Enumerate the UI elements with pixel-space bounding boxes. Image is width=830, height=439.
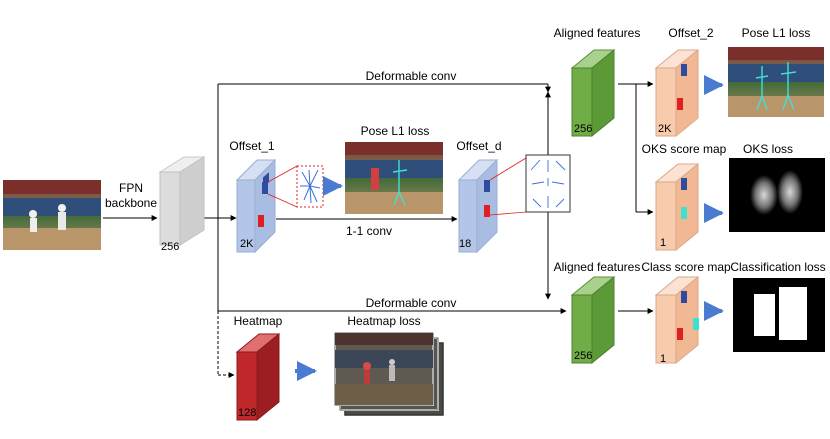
aligned-bottom-channels: 256 (574, 350, 592, 362)
connections (103, 81, 654, 378)
offset-d-title: Offset_d (456, 139, 501, 153)
heatmap-title: Heatmap (234, 314, 283, 328)
conv-1x1-label: 1-1 conv (346, 224, 392, 238)
offset-d-channels: 18 (459, 238, 471, 250)
offset-d-square-blue (484, 180, 490, 192)
class-score-map-channels: 1 (660, 353, 666, 365)
backbone-label-line1: FPN (119, 181, 143, 195)
oks-loss-title: OKS loss (743, 142, 793, 156)
aligned-top-title: Aligned features (554, 26, 641, 40)
offset-d-square-red (484, 205, 490, 217)
aligned-top-block (570, 48, 616, 138)
aligned-top-channels: 256 (574, 123, 592, 135)
fpn-backbone-block (158, 156, 206, 246)
oks-loss-image (729, 158, 825, 232)
backbone-label-line2: backbone (105, 196, 157, 210)
class-score-map-title: Class score map (641, 260, 731, 274)
offset-d-block (457, 158, 499, 254)
offset-1-title: Offset_1 (229, 139, 274, 153)
pose-l1-loss-mid-image (345, 142, 443, 214)
offset-2-channels: 2K (658, 123, 672, 135)
offset-1-square-blue (262, 182, 268, 194)
class-square-blue (681, 291, 687, 303)
offset-2-square-blue (681, 64, 687, 76)
classification-loss-image (733, 278, 825, 352)
backbone-channels: 256 (161, 241, 179, 253)
heatmap-loss-title: Heatmap loss (347, 314, 420, 328)
oks-score-map-title: OKS score map (642, 142, 727, 156)
class-score-map-block (654, 275, 700, 365)
heatmap-channels: 128 (238, 407, 256, 419)
input-image (3, 180, 101, 250)
pose-l1-loss-top-image (728, 47, 824, 117)
oks-square-blue (681, 178, 687, 190)
offset-1-square-red (258, 215, 264, 227)
class-square-cyan (693, 318, 699, 330)
oks-score-map-channels: 1 (660, 237, 666, 249)
classification-loss-title: Classification loss (730, 260, 825, 274)
aligned-bottom-block (570, 275, 616, 365)
pose-l1-loss-top-title: Pose L1 loss (742, 26, 811, 40)
offset-1-channels: 2K (240, 238, 254, 250)
offset-2-title: Offset_2 (668, 26, 713, 40)
heatmap-block (235, 332, 281, 422)
deformable-conv-bottom-label: Deformable conv (366, 296, 457, 310)
offset-d-grid (489, 154, 571, 216)
deformable-conv-top-label: Deformable conv (366, 69, 457, 83)
pose-l1-loss-mid-title: Pose L1 loss (361, 124, 430, 138)
oks-square-cyan (681, 207, 687, 219)
heatmap-loss-stack (334, 332, 444, 416)
class-square-red (677, 328, 683, 340)
offset-2-square-red (677, 98, 683, 110)
offset-1-zoom (267, 165, 324, 208)
aligned-bottom-title: Aligned features (554, 260, 641, 274)
